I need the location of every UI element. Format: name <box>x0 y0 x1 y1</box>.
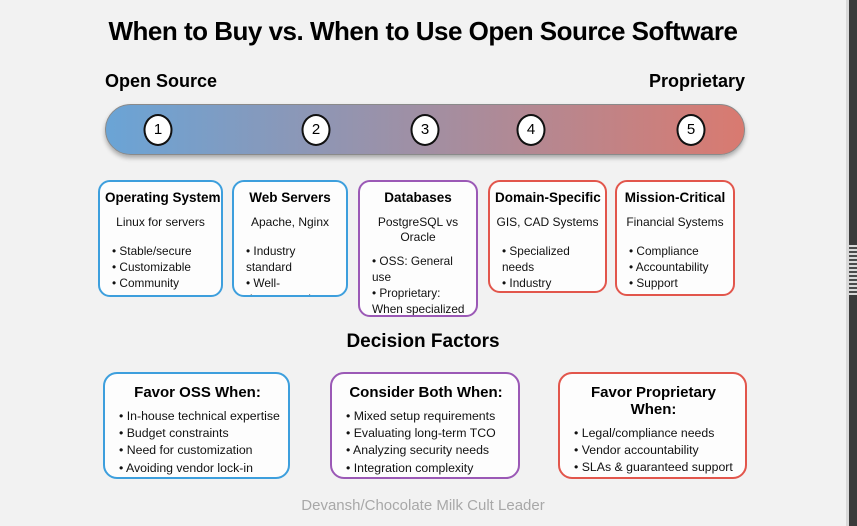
card-bullet-item: Limited internal IT <box>574 477 737 478</box>
card-bullet-item: Proprietary: When specialized support /f… <box>372 285 469 315</box>
card-bullet-item: Vendor accountability <box>574 442 737 459</box>
card-subtitle: GIS, CAD Systems <box>496 215 599 229</box>
spectrum-gradient-bar: 1 2 3 4 5 <box>105 104 745 155</box>
card-title: Favor OSS When: <box>134 384 261 401</box>
card-bullet-list: Industry standard Well-documented Regula… <box>239 243 341 295</box>
credit-text: Devansh/Chocolate Milk Cult Leader <box>301 497 545 514</box>
step-circle-5: 5 <box>676 113 706 146</box>
card-bullet-item: Industry standards <box>502 275 598 291</box>
decision-card-consider-both: Consider Both When: Mixed setup requirem… <box>330 372 520 479</box>
step-circle-3: 3 <box>410 113 440 146</box>
card-bullet-list: In-house technical expertise Budget cons… <box>115 408 280 477</box>
card-bullet-list: Mixed setup requirements Evaluating long… <box>342 408 510 477</box>
step-circle-2: 2 <box>301 113 331 146</box>
card-bullet-item: Accountability <box>629 259 726 275</box>
card-title: Web Servers <box>249 190 331 205</box>
card-title: Consider Both When: <box>349 384 503 401</box>
decision-card-favor-proprietary: Favor Proprietary When: Legal/compliance… <box>558 372 747 479</box>
card-bullet-item: In-house technical expertise <box>119 408 280 425</box>
card-bullet-item: Industry standard <box>246 243 339 275</box>
card-bullet-item: Specialized needs <box>502 243 598 275</box>
card-bullet-list: Stable/secure Customizable Community <box>105 243 216 291</box>
card-bullet-item: Support Guarantees <box>629 275 726 294</box>
decision-factors-heading: Decision Factors <box>346 331 500 352</box>
page-title: When to Buy vs. When to Use Open Source … <box>108 16 738 46</box>
card-subtitle: PostgreSQL vs Oracle <box>377 215 459 244</box>
card-title: Operating Systems <box>105 190 223 205</box>
card-bullet-list: Specialized needs Industry standards Ven… <box>495 243 600 291</box>
card-bullet-item: Need for customization <box>119 442 280 459</box>
card-bullet-item: Budget constraints <box>119 425 280 442</box>
card-bullet-item: Integration complexity <box>346 460 510 477</box>
card-subtitle: Linux for servers <box>116 215 205 229</box>
card-subtitle: Financial Systems <box>626 215 724 229</box>
decision-card-favor-oss: Favor OSS When: In-house technical exper… <box>103 372 290 479</box>
card-title: Mission-Critical <box>624 190 726 205</box>
scrollbar-thumb[interactable] <box>849 245 857 295</box>
card-bullet-item: Analyzing security needs <box>346 442 510 459</box>
card-bullet-list: OSS: General use Proprietary: When speci… <box>365 253 471 315</box>
card-bullet-item: Customizable <box>112 259 214 275</box>
category-card-operating-systems: Operating Systems Linux for servers Stab… <box>98 180 223 297</box>
scrollbar-separator <box>846 0 849 526</box>
spectrum-label-proprietary: Proprietary <box>648 71 745 91</box>
category-card-mission-critical: Mission-Critical Financial Systems Compl… <box>615 180 735 296</box>
card-bullet-item: Avoiding vendor lock-in <box>119 460 280 477</box>
category-card-web-servers: Web Servers Apache, Nginx Industry stand… <box>232 180 348 297</box>
card-subtitle: Apache, Nginx <box>250 215 330 229</box>
card-bullet-item: OSS: General use <box>372 253 469 285</box>
card-bullet-list: Compliance Accountability Support Guaran… <box>622 243 728 294</box>
card-title: Databases <box>384 190 452 205</box>
card-title: Favor Proprietary When: <box>590 384 717 418</box>
card-bullet-item: Compliance <box>629 243 726 259</box>
card-bullet-item: Stable/secure <box>112 243 214 259</box>
spectrum-label-open-source: Open Source <box>105 71 218 91</box>
card-title: Domain-Specific <box>495 190 601 205</box>
step-circle-4: 4 <box>516 113 546 146</box>
category-card-domain-specific: Domain-Specific GIS, CAD Systems Special… <box>488 180 607 293</box>
card-bullet-list: Legal/compliance needs Vendor accountabi… <box>570 425 737 478</box>
card-bullet-item: Evaluating long-term TCO <box>346 425 510 442</box>
card-bullet-item: Mixed setup requirements <box>346 408 510 425</box>
category-card-databases: Databases PostgreSQL vs Oracle OSS: Gene… <box>358 180 478 317</box>
card-bullet-item: SLAs & guaranteed support <box>574 459 737 476</box>
card-bullet-item: Well-documented <box>246 275 339 295</box>
card-bullet-item: Community <box>112 275 214 291</box>
card-bullet-item: Legal/compliance needs <box>574 425 737 442</box>
step-circle-1: 1 <box>143 113 173 146</box>
